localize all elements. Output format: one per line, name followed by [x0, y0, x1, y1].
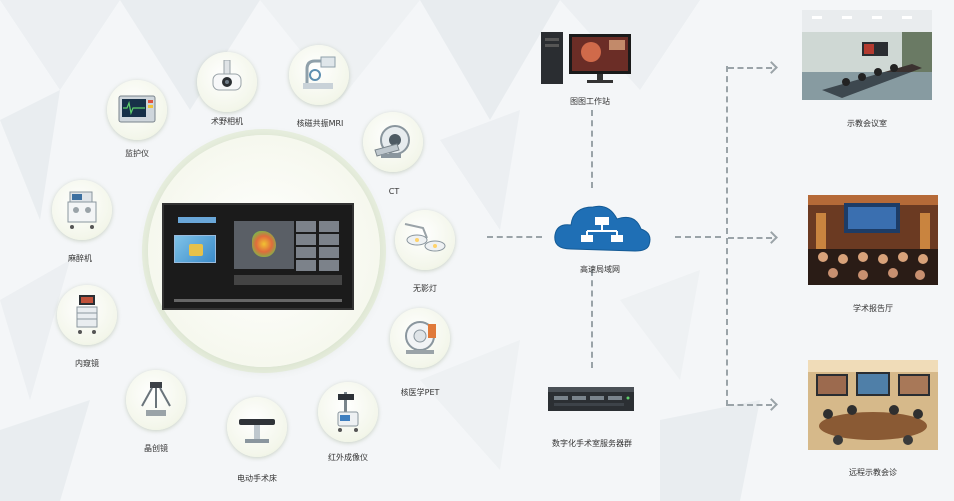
device-node-mri[interactable] [289, 45, 349, 105]
workstation-label: 图图工作站 [570, 97, 610, 106]
device-node-anesthesia[interactable] [52, 180, 112, 240]
surgical-camera-icon [212, 60, 242, 91]
destination-label-remote: 远程示教会诊 [849, 468, 897, 477]
screen-baseline [174, 299, 342, 302]
device-label-infrared: 红外成像仪 [328, 453, 368, 462]
device-label-ct: CT [388, 187, 400, 196]
screen-thumbnails [296, 221, 342, 273]
mri-icon [303, 56, 336, 89]
link-network-to-branch [675, 236, 721, 238]
device-node-infrared[interactable] [318, 382, 378, 442]
infrared-imager-icon [337, 392, 359, 432]
branch-to-lecture [728, 237, 772, 239]
surgical-lamp-icon [404, 223, 446, 252]
pet-scanner-icon [405, 321, 436, 354]
operating-table-icon [239, 419, 275, 443]
anesthesia-machine-icon [67, 191, 97, 229]
screen-toolbar [234, 275, 342, 285]
surgical-robot-icon [141, 382, 171, 416]
branch-to-conference [728, 67, 772, 69]
central-control-screen [162, 203, 354, 310]
screen-left-pane [174, 235, 216, 263]
server-label: 数字化手术室服务器群 [552, 439, 632, 448]
device-node-ct[interactable] [363, 112, 423, 172]
device-node-robot[interactable] [126, 370, 186, 430]
lecture-hall-icon[interactable] [808, 195, 938, 285]
conference-room-icon[interactable] [802, 10, 932, 100]
device-node-shadowless-lamp[interactable] [395, 210, 455, 270]
device-node-endoscope[interactable] [57, 285, 117, 345]
device-node-monitor[interactable] [107, 80, 167, 140]
device-node-surgical-camera[interactable] [197, 52, 257, 112]
device-label-shadowless-lamp: 无影灯 [413, 284, 437, 293]
device-label-anesthesia: 麻醉机 [68, 254, 92, 263]
cloud-label: 高速局域网 [580, 265, 620, 274]
link-network-to-server [591, 270, 593, 368]
device-label-endoscope: 内窥镜 [75, 359, 99, 368]
branch-to-remote [728, 404, 772, 406]
link-hub-to-network [487, 236, 542, 238]
screen-tab [178, 217, 216, 223]
patient-monitor-icon [118, 95, 156, 123]
device-label-pet: 核医学PET [400, 388, 440, 397]
video-conference-icon[interactable] [808, 360, 938, 450]
ct-scanner-icon [374, 125, 410, 158]
branch-trunk [726, 66, 728, 406]
device-node-table[interactable] [227, 397, 287, 457]
device-label-table: 电动手术床 [237, 474, 277, 483]
screen-main-pane [234, 221, 294, 269]
device-node-pet[interactable] [390, 308, 450, 368]
destination-label-conference: 示教会议室 [847, 119, 887, 128]
device-label-mri: 核磁共振MRI [296, 119, 344, 128]
device-label-robot: 晶创镜 [144, 444, 168, 453]
device-label-surgical-camera: 术野相机 [211, 117, 243, 126]
server-rack-icon[interactable] [546, 385, 638, 417]
cloud-network-icon[interactable] [549, 197, 655, 257]
destination-label-lecture: 学术报告厅 [853, 304, 893, 313]
link-workstation-to-network [591, 110, 593, 188]
workstation-icon[interactable] [539, 30, 639, 90]
endoscope-tower-icon [76, 295, 98, 334]
device-label-monitor: 监护仪 [125, 149, 149, 158]
